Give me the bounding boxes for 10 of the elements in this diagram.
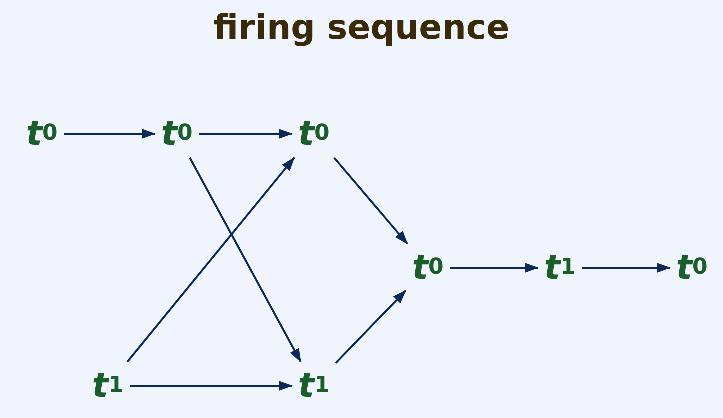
arrow [582,263,671,273]
arrow [130,381,293,391]
arrow [189,158,302,363]
arrow [334,157,408,245]
arrow [126,157,296,363]
arrow [335,290,407,364]
arrow [450,263,539,273]
arrow [64,129,156,139]
arrow [199,129,293,139]
title: firing sequence [212,8,511,48]
